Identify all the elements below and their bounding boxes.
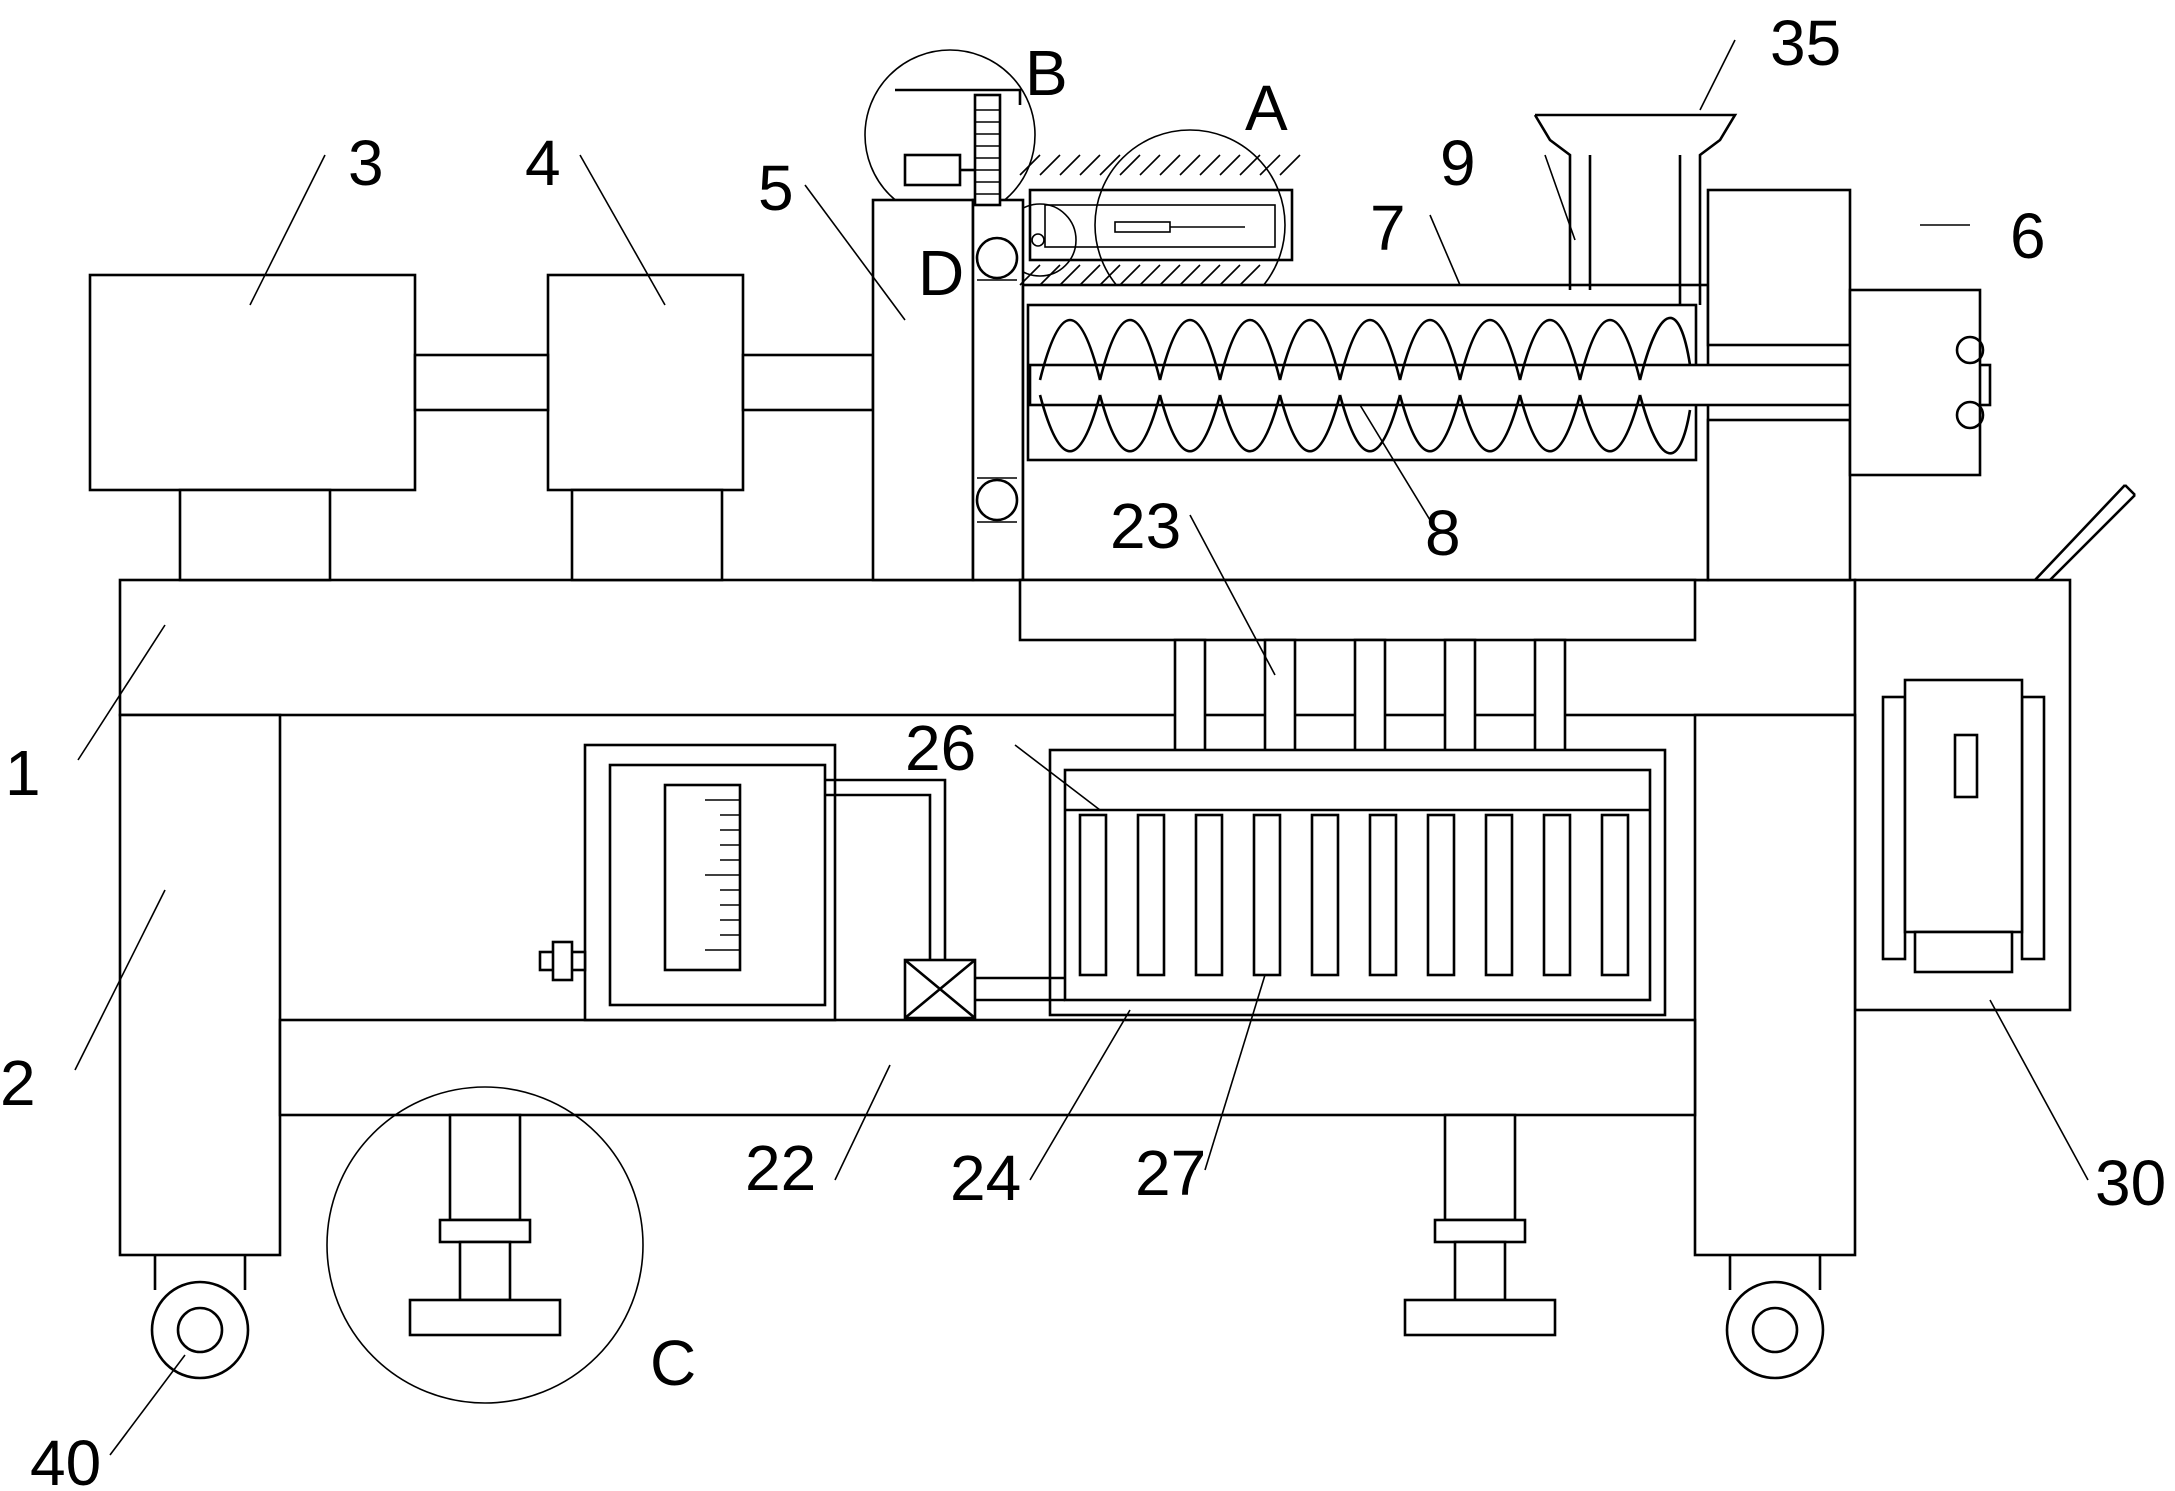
motor-3 xyxy=(88,273,417,582)
label-9: 9 xyxy=(1440,127,1476,199)
label-4: 4 xyxy=(525,127,561,199)
label-30: 30 xyxy=(2095,1147,2166,1219)
screw-shaft-8 xyxy=(1028,316,1992,455)
connecting-pipe xyxy=(825,778,1065,1020)
label-3: 3 xyxy=(348,127,384,199)
support-column-5 xyxy=(871,198,1025,582)
label-c: C xyxy=(650,1327,696,1399)
label-23: 23 xyxy=(1110,490,1181,562)
gearbox-4 xyxy=(546,273,745,582)
leader-lines xyxy=(74,39,2089,1456)
wheel-right xyxy=(1725,1255,1825,1380)
leveling-foot-left xyxy=(408,1113,562,1337)
label-2: 2 xyxy=(0,1047,36,1119)
label-6: 6 xyxy=(2010,200,2046,272)
detail-circle-b xyxy=(864,49,1036,221)
water-tank xyxy=(538,743,837,1022)
label-a: A xyxy=(1245,72,1288,144)
rack-mechanism-b xyxy=(895,88,1022,207)
filter-elements-27 xyxy=(1078,813,1630,977)
control-box-30 xyxy=(1881,678,2046,974)
label-22: 22 xyxy=(745,1132,816,1204)
wheel-left xyxy=(150,1255,250,1380)
drive-block-6 xyxy=(1706,188,1985,582)
detail-circle-c xyxy=(326,1086,644,1404)
label-b: B xyxy=(1025,37,1068,109)
label-5: 5 xyxy=(758,152,794,224)
hatched-housing-a xyxy=(1019,154,1301,286)
label-8: 8 xyxy=(1425,497,1461,569)
drive-shafts xyxy=(413,353,875,412)
leveling-foot-right xyxy=(1403,1113,1557,1337)
label-35: 35 xyxy=(1770,7,1841,79)
feed-hopper-9 xyxy=(1533,113,1738,305)
label-d: D xyxy=(918,237,964,309)
label-24: 24 xyxy=(950,1142,1021,1214)
label-7: 7 xyxy=(1370,192,1406,264)
label-26: 26 xyxy=(905,712,976,784)
label-27: 27 xyxy=(1135,1137,1206,1209)
label-40: 40 xyxy=(30,1427,101,1491)
label-1: 1 xyxy=(5,737,41,809)
support-legs xyxy=(118,713,1857,1257)
